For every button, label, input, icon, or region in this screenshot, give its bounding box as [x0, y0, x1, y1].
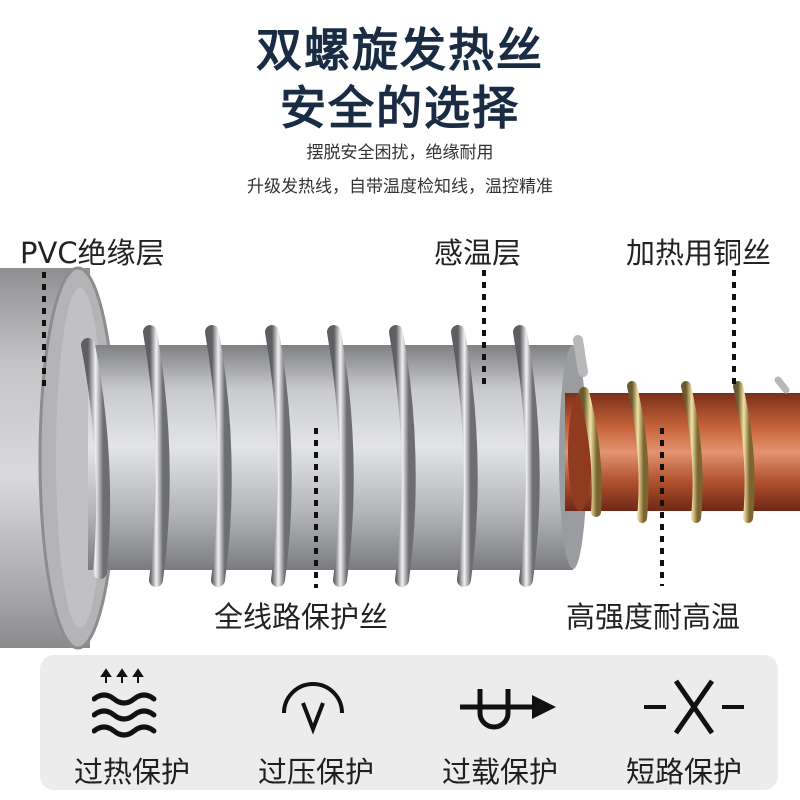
feature-overvoltage: 过压保护 [224, 655, 408, 790]
label-pvc-insulation: PVC绝缘层 [20, 236, 165, 270]
overload-arrow-icon [460, 689, 556, 730]
protection-features-panel: 过热保护 过压保护 过载保护 短路保护 [40, 655, 778, 790]
feature-short-circuit-label: 短路保护 [625, 755, 742, 789]
feature-overload: 过载保护 [408, 655, 592, 790]
feature-overheat-label: 过热保护 [73, 755, 190, 789]
short-circuit-x-icon [644, 679, 744, 735]
overheat-waves-icon [92, 668, 157, 738]
subtitle-line2: 升级发热线，自带温度检知线，温控精准 [247, 177, 553, 197]
label-high-temp: 高强度耐高温 [566, 600, 741, 634]
label-copper-wire: 加热用铜丝 [626, 236, 772, 270]
voltage-v-icon [282, 682, 344, 735]
copper-core [565, 393, 800, 511]
label-protection-wire: 全线路保护丝 [214, 600, 389, 634]
main-title-line2: 安全的选择 [280, 81, 520, 135]
label-sensing-layer: 感温层 [434, 236, 522, 270]
protection-coil [81, 325, 540, 587]
feature-short-circuit: 短路保护 [592, 655, 776, 790]
feature-overload-label: 过载保护 [441, 755, 558, 789]
feature-overheat: 过热保护 [40, 655, 224, 790]
subtitle-line1: 摆脱安全困扰，绝缘耐用 [306, 143, 494, 163]
heating-coil [579, 381, 755, 523]
feature-overvoltage-label: 过压保护 [257, 755, 374, 789]
cable-illustration [0, 266, 800, 650]
main-title-line1: 双螺旋发热丝 [256, 23, 544, 77]
